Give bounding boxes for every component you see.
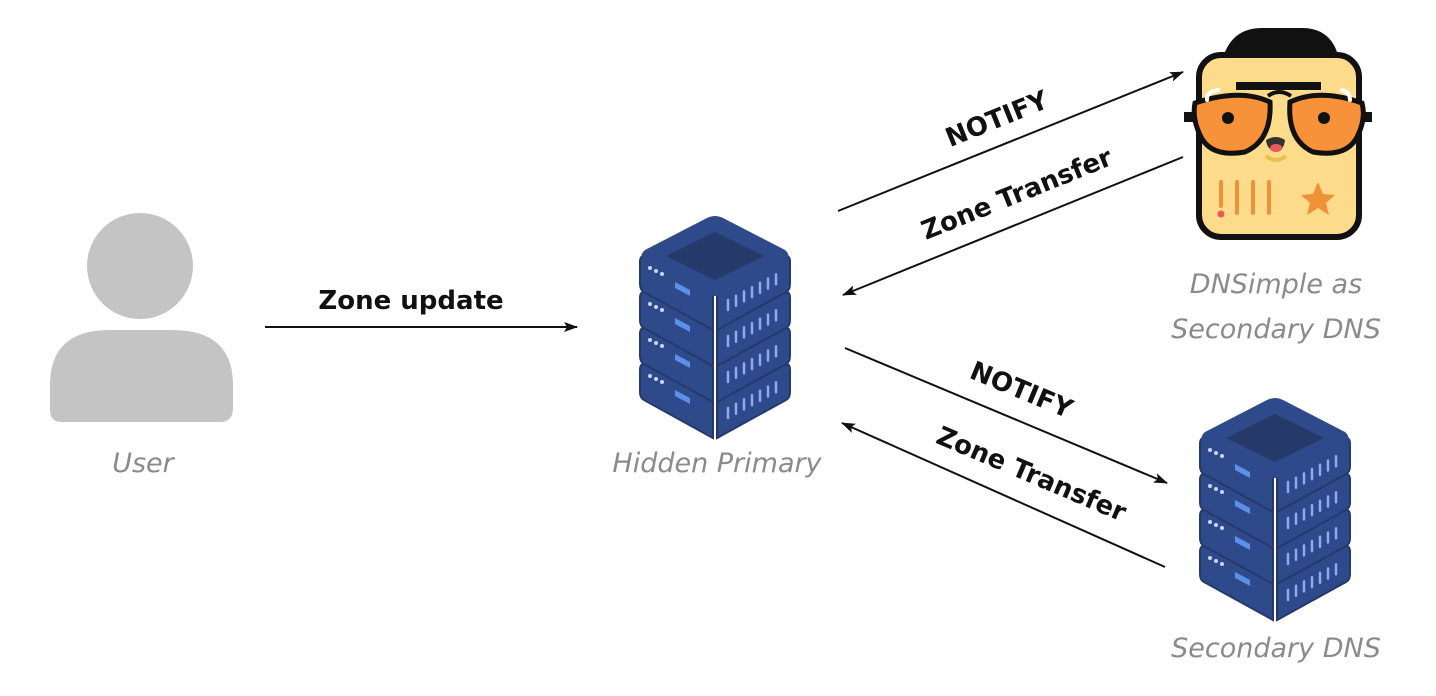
- hidden-primary-label: Hidden Primary: [612, 448, 822, 479]
- notify-bottom-arrow: [844, 347, 1168, 484]
- zone-transfer-bottom-label: Zone Transfer: [932, 421, 1131, 528]
- notify-bottom-label: NOTIFY: [965, 356, 1077, 425]
- zone-update-label: Zone update: [318, 286, 503, 316]
- dnsimple-label-line1: DNSimple as: [1190, 269, 1362, 300]
- secondary-dns-server-icon: [1199, 398, 1351, 622]
- dnsimple-mascot-icon: [1184, 28, 1372, 240]
- hidden-primary-server-icon: [639, 216, 791, 440]
- zone-transfer-top-arrow: [842, 156, 1184, 296]
- notify-top-label: NOTIFY: [941, 85, 1053, 154]
- secondary-dns-label: Secondary DNS: [1171, 633, 1381, 664]
- zone-transfer-bottom-arrow: [841, 422, 1166, 568]
- zone-transfer-top-label: Zone Transfer: [917, 143, 1117, 247]
- notify-top-arrow: [837, 71, 1184, 212]
- user-label: User: [112, 448, 175, 479]
- user-icon: [50, 213, 233, 422]
- dnsimple-label-line2: Secondary DNS: [1171, 314, 1381, 345]
